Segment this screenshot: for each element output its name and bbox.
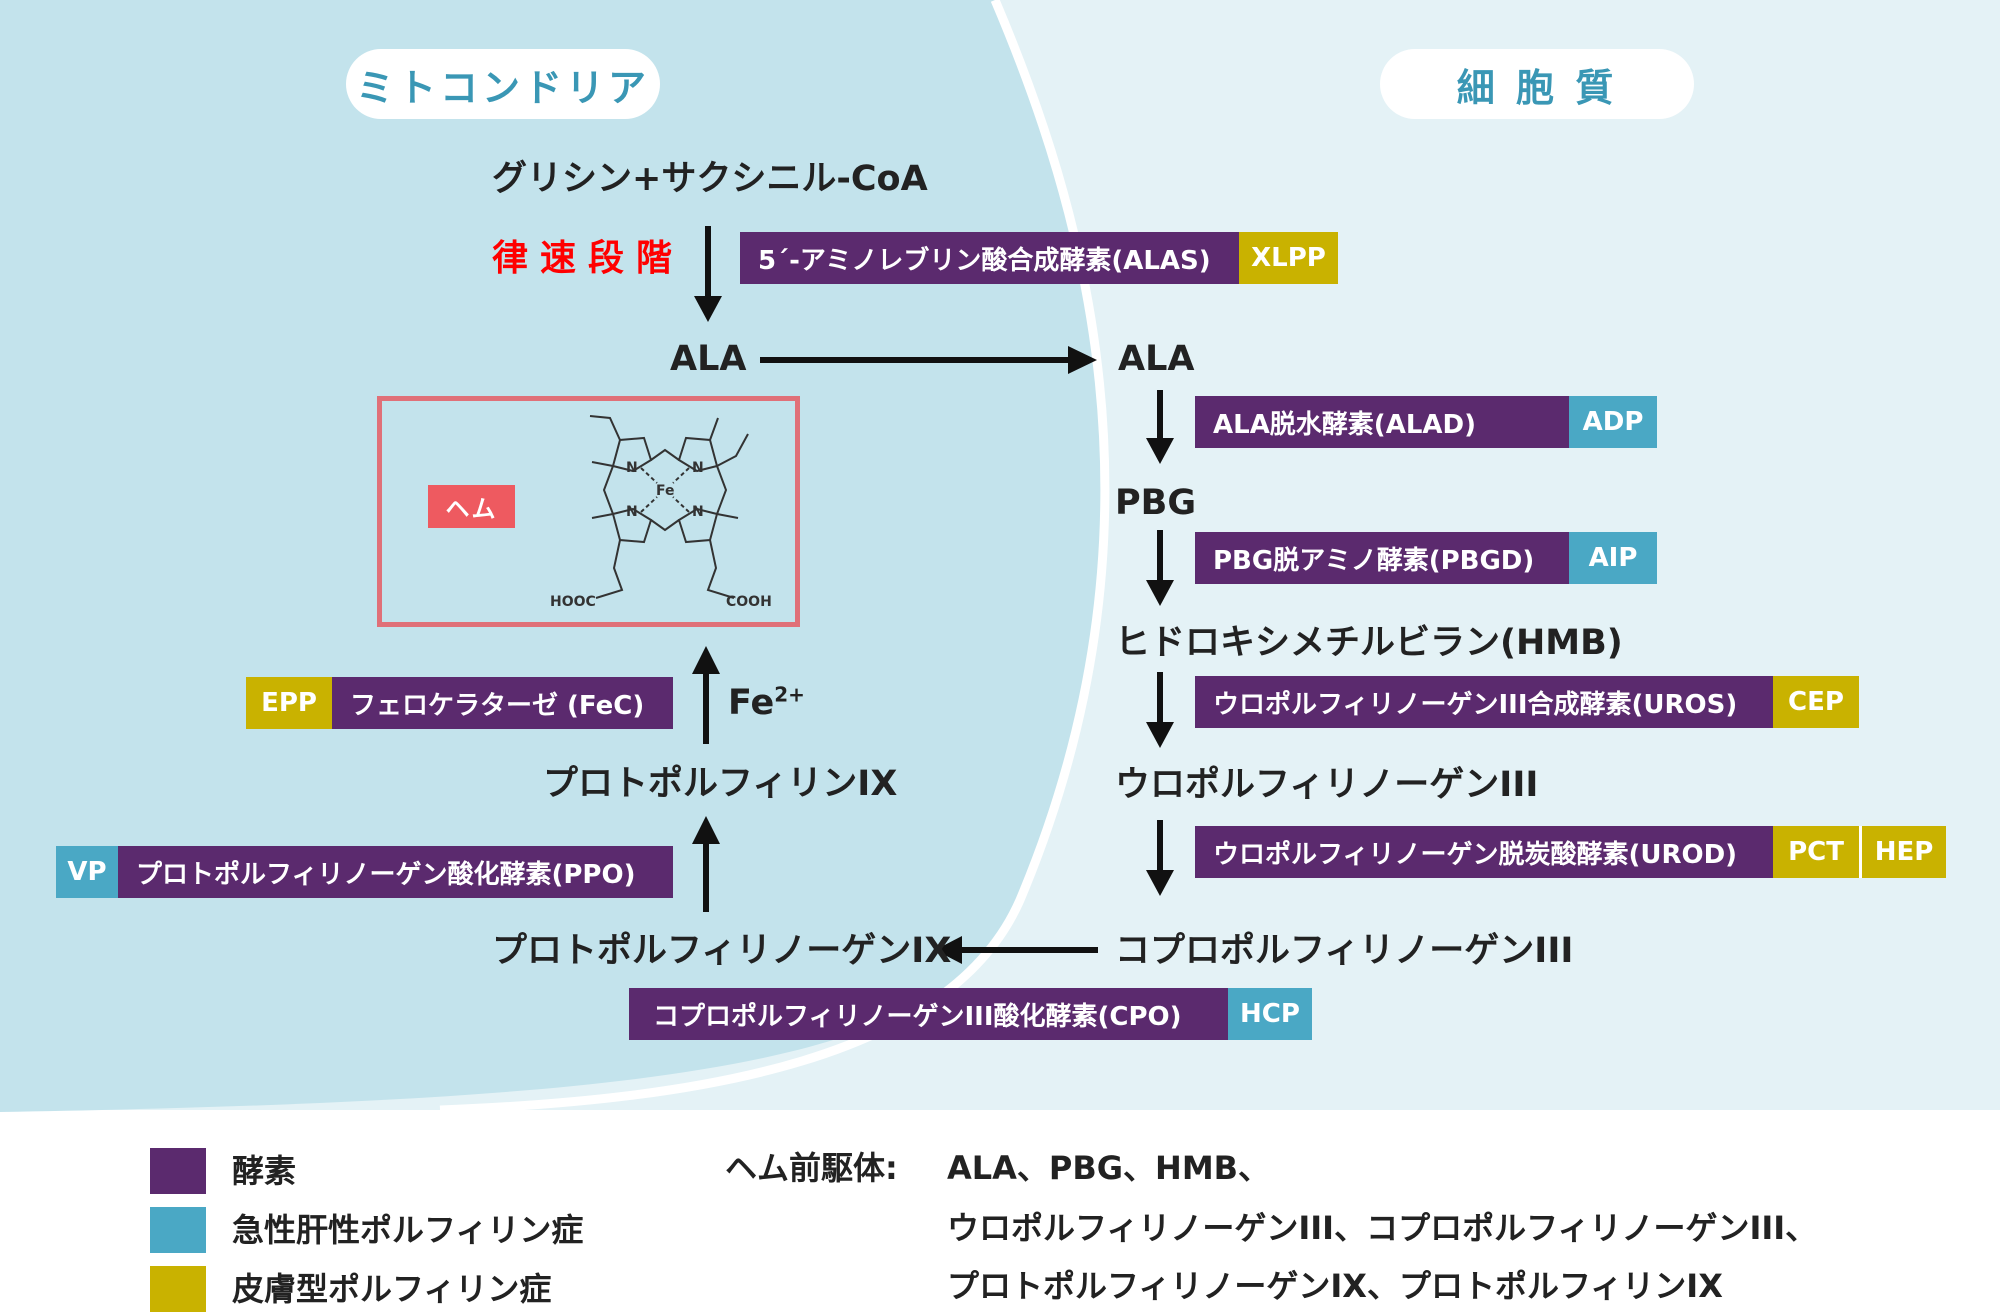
uroporphyrinogen-iii: ウロポルフィリノーゲンIII bbox=[1115, 765, 1539, 805]
meso-bridge-left bbox=[602, 465, 614, 515]
arrowhead-hmb-to-uro bbox=[1146, 722, 1174, 748]
heme-hooc-label: HOOC bbox=[550, 594, 596, 610]
coproporphyrinogen-iii: コプロポルフィリノーゲンIII bbox=[1115, 931, 1574, 971]
disease-hep: HEP bbox=[1862, 826, 1946, 878]
methyl-a bbox=[591, 461, 614, 467]
ala-cytoplasm: ALA bbox=[1118, 339, 1195, 379]
heme-cooh-label: COOH bbox=[726, 594, 772, 610]
disease-vp: VP bbox=[56, 846, 118, 898]
propionic-left bbox=[595, 539, 624, 599]
enzyme-alad: ALA脱水酵素(ALAD) bbox=[1195, 396, 1569, 448]
legend-skin: 皮膚型ポルフィリン症 bbox=[232, 1270, 552, 1308]
pbg: PBG bbox=[1115, 483, 1197, 523]
disease-aip: AIP bbox=[1569, 532, 1657, 584]
iron-charge: 2+ bbox=[774, 682, 805, 707]
arrowhead-pbg-to-hmb bbox=[1146, 580, 1174, 606]
enzyme-fec-bar: EPP フェロケラターゼ (FeC) bbox=[246, 677, 673, 729]
legend-swatch-skin bbox=[150, 1266, 206, 1312]
enzyme-ppo: プロトポルフィリノーゲン酸化酵素(PPO) bbox=[118, 846, 673, 898]
heme-frame bbox=[377, 396, 800, 627]
pathway-arrows bbox=[692, 226, 1174, 964]
enzyme-fec: フェロケラターゼ (FeC) bbox=[332, 677, 673, 729]
precursor-line-3: プロトポルフィリノーゲンIX、プロトポルフィリンIX bbox=[947, 1267, 1723, 1305]
heme-n-2: N bbox=[692, 460, 704, 476]
disease-adp: ADP bbox=[1569, 396, 1657, 448]
enzyme-ppo-bar: VP プロトポルフィリノーゲン酸化酵素(PPO) bbox=[56, 846, 673, 898]
arrowhead-protogen-to-proto bbox=[692, 816, 720, 844]
enzyme-pbgd-bar: PBG脱アミノ酵素(PBGD) AIP bbox=[1195, 532, 1657, 584]
arrowhead-ala-to-pbg bbox=[1146, 438, 1174, 464]
enzyme-pbgd: PBG脱アミノ酵素(PBGD) bbox=[1195, 532, 1569, 584]
meso-bridge-top bbox=[650, 448, 680, 461]
precursor-line-2: ウロポルフィリノーゲンIII、コプロポルフィリノーゲンIII、 bbox=[947, 1209, 1818, 1247]
methyl-c bbox=[716, 513, 739, 519]
enzyme-alas-bar: 5´-アミノレブリン酸合成酵素(ALAS) XLPP bbox=[740, 232, 1338, 284]
heme-n-3: N bbox=[692, 504, 704, 520]
enzyme-uros: ウロポルフィリノーゲンIII合成酵素(UROS) bbox=[1195, 676, 1773, 728]
protoporphyrinogen-ix: プロトポルフィリノーゲンIX bbox=[492, 931, 952, 971]
disease-epp: EPP bbox=[246, 677, 332, 729]
methyl-d bbox=[591, 513, 614, 519]
legend-swatch-acute bbox=[150, 1207, 206, 1253]
methyl-b bbox=[709, 417, 719, 441]
enzyme-alas: 5´-アミノレブリン酸合成酵素(ALAS) bbox=[740, 232, 1239, 284]
cytoplasm-label: 細 胞 質 bbox=[1380, 49, 1694, 119]
ala-mitochondria: ALA bbox=[670, 339, 747, 379]
enzyme-cpo-bar: コプロポルフィリノーゲンIII酸化酵素(CPO) HCP bbox=[629, 988, 1312, 1040]
pyrrole-ring-c bbox=[677, 507, 719, 544]
arrowhead-ala-transport bbox=[1068, 346, 1097, 374]
heme-fe-label: Fe bbox=[656, 483, 675, 499]
legend-acute: 急性肝性ポルフィリン症 bbox=[232, 1211, 584, 1249]
hydroxymethylbilane: ヒドロキシメチルビラン(HMB) bbox=[1115, 623, 1623, 663]
arrowhead-proto-to-heme bbox=[692, 646, 720, 674]
membrane-divider bbox=[439, 0, 1110, 1115]
code-divider bbox=[1859, 826, 1862, 878]
iron-ion: Fe2+ bbox=[728, 683, 805, 723]
meso-bridge-bottom bbox=[650, 519, 680, 532]
enzyme-urod: ウロポルフィリノーゲン脱炭酸酵素(UROD) bbox=[1195, 826, 1773, 878]
enzyme-alad-bar: ALA脱水酵素(ALAD) ADP bbox=[1195, 396, 1657, 448]
rate-limiting-step: 律速段階 bbox=[492, 238, 685, 279]
heme-tag: ヘム bbox=[428, 485, 515, 528]
heme-n-4: N bbox=[626, 504, 638, 520]
arrowhead-start-to-ala bbox=[694, 296, 722, 322]
legend-swatch-enzyme bbox=[150, 1148, 206, 1194]
enzyme-uros-bar: ウロポルフィリノーゲンIII合成酵素(UROS) CEP bbox=[1195, 676, 1859, 728]
glycine-succinyl-coa: グリシン+サクシニル-CoA bbox=[492, 159, 928, 199]
disease-cep: CEP bbox=[1773, 676, 1859, 728]
disease-hcp: HCP bbox=[1228, 988, 1312, 1040]
enzyme-urod-bar: ウロポルフィリノーゲン脱炭酸酵素(UROD) PCT HEP bbox=[1195, 826, 1946, 878]
heme-n-1: N bbox=[626, 460, 638, 476]
precursor-heading: ヘム前駆体: bbox=[725, 1149, 898, 1187]
meso-bridge-right bbox=[716, 465, 728, 515]
enzyme-cpo: コプロポルフィリノーゲンIII酸化酵素(CPO) bbox=[629, 988, 1228, 1040]
arrowhead-copro-to-protogen bbox=[935, 936, 962, 964]
heme-structure: Fe N N N N HOOC COOH bbox=[550, 415, 772, 610]
pyrrole-ring-a bbox=[611, 436, 653, 473]
mitochondria-label: ミトコンドリア bbox=[346, 49, 660, 119]
pyrrole-ring-d bbox=[611, 507, 653, 544]
legend-enzyme: 酵素 bbox=[232, 1152, 297, 1190]
iron-symbol: Fe bbox=[728, 683, 775, 723]
vinyl-right bbox=[716, 433, 749, 467]
pyrrole-ring-b bbox=[677, 436, 719, 473]
disease-pct: PCT bbox=[1773, 826, 1859, 878]
precursor-line-1: ALA、PBG、HMB、 bbox=[947, 1149, 1271, 1187]
propionic-right bbox=[706, 539, 735, 599]
disease-xlpp: XLPP bbox=[1239, 232, 1338, 284]
vinyl-left bbox=[589, 415, 621, 441]
protoporphyrin-ix: プロトポルフィリンIX bbox=[543, 764, 898, 804]
arrowhead-uro-to-copro bbox=[1146, 870, 1174, 896]
